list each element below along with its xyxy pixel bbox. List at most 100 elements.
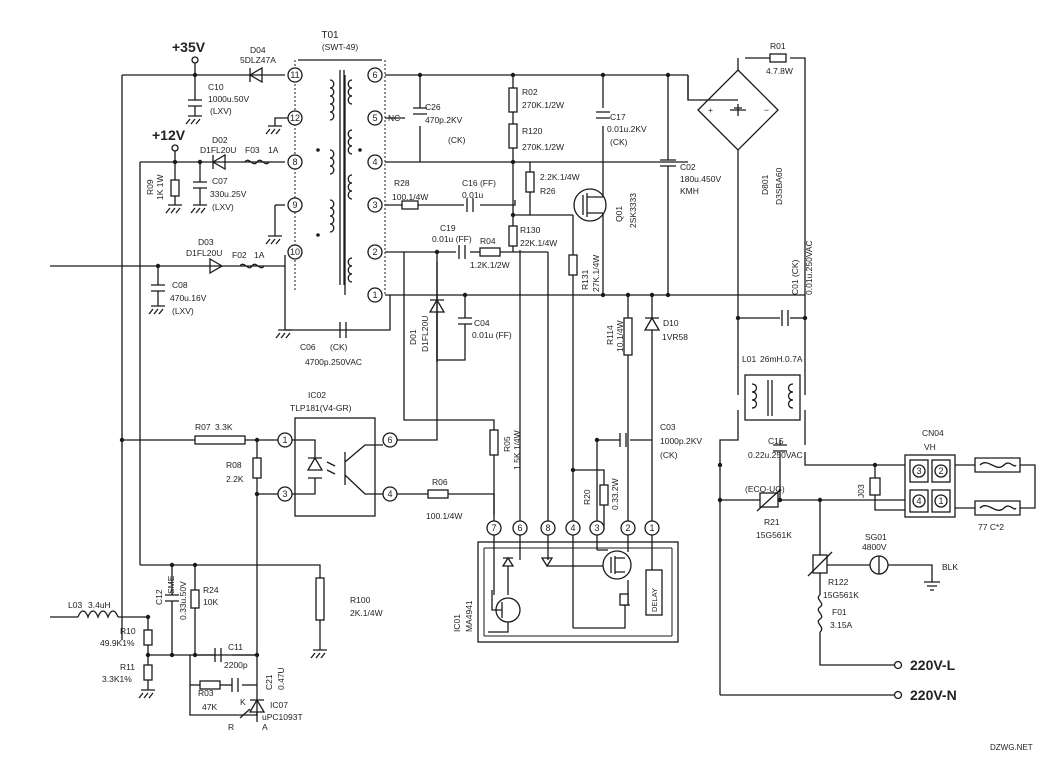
capacitor-c17 [596, 111, 610, 119]
t01-pin-12: 12 [290, 113, 300, 123]
r11-value: 3.3K1% [102, 674, 132, 684]
l03-value: 3.4uH [88, 600, 111, 610]
t01-pin-5: 5 [372, 113, 377, 123]
f01-label: F01 [832, 607, 847, 617]
resistor-r10 [143, 629, 153, 646]
fuse-f03 [244, 159, 270, 165]
ic07-pin-k: K [240, 697, 246, 707]
c10-label: C10 [208, 82, 224, 92]
ic01-pin-3: 3 [594, 523, 599, 533]
r04-label: R04 [480, 236, 496, 246]
d801-part: D3SBA60 [774, 167, 784, 205]
rail-35v-label: +35V [172, 39, 206, 55]
ecq-note: (ECQ-UG) [745, 484, 785, 494]
j03-label: J03 [856, 484, 866, 498]
ic01-pin-1: 1 [649, 523, 654, 533]
r24-label: R24 [203, 585, 219, 595]
c07-note: (LXV) [212, 202, 234, 212]
c02-note: KMH [680, 186, 699, 196]
resistor-r04 [479, 247, 501, 257]
ic02-pin-3: 3 [282, 489, 287, 499]
bridge-rectifier-d801 [697, 69, 779, 151]
c26-label: C26 [425, 102, 441, 112]
f03-label: F03 [245, 145, 260, 155]
t01-pin-11: 11 [290, 70, 299, 80]
l03-label: L03 [68, 600, 82, 610]
diode-d10 [643, 316, 661, 338]
resistor-r100 [315, 577, 325, 621]
svg-text:+: + [708, 105, 713, 115]
wiring [50, 57, 1036, 716]
svg-text:−: − [764, 105, 769, 115]
r09-label: R09 [145, 179, 155, 195]
diode-d03 [209, 257, 224, 275]
inductor-l03 [77, 610, 119, 619]
d01-part: D1FL20U [420, 316, 430, 352]
blk-label: BLK [942, 562, 958, 572]
f02-label: F02 [232, 250, 247, 260]
c21-value: 0.47U [276, 667, 286, 690]
d02-part: D1FL20U [200, 145, 236, 155]
watermark: DZWG.NET [990, 743, 1033, 752]
r122-value: 15G561K [823, 590, 859, 600]
d10-part: 1VR58 [662, 332, 688, 342]
ic02-label: IC02 [308, 390, 326, 400]
r114-value: 10.1/4W [615, 320, 625, 352]
fuse-f02 [239, 263, 265, 269]
mosfet-q01 [573, 188, 607, 222]
d03-part: D1FL20U [186, 248, 222, 258]
capacitor-c08 [151, 284, 165, 306]
c17-value: 0.01u.2KV [607, 124, 647, 134]
capacitor-c06 [339, 322, 347, 338]
c02-value: 180u.450V [680, 174, 721, 184]
r120-label: R120 [522, 126, 543, 136]
c07-label: C07 [212, 176, 228, 186]
t01-part: (SWT-49) [322, 42, 359, 52]
r20-value: 0.33.2W [610, 478, 620, 510]
ic01-pin-2: 2 [625, 523, 630, 533]
c03-label: C03 [660, 422, 676, 432]
ic01-pin-4: 4 [570, 523, 575, 533]
ic01-part: MA4941 [464, 600, 474, 632]
c12-label: C12 [154, 589, 164, 605]
f01-value: 3.15A [830, 620, 853, 630]
ic07-pin-a: A [262, 722, 268, 732]
c01-value: 0.01u.250VAC [804, 240, 814, 295]
capacitor-c12 [165, 594, 179, 610]
c11-label: C11 [228, 642, 243, 652]
resistor-r09 [170, 179, 180, 197]
ic01-pin-8: 8 [545, 523, 550, 533]
c15-label: C15 [768, 436, 784, 446]
r114-label: R114 [605, 325, 615, 345]
capacitor-c26 [413, 107, 427, 115]
resistor-r11 [143, 664, 153, 681]
c12-value: 0.33u.50V [178, 581, 188, 620]
r10-label: R10 [120, 626, 136, 636]
r08-label: R08 [226, 460, 242, 470]
c10-value: 1000u.50V [208, 94, 249, 104]
capacitor-c11 [214, 648, 222, 662]
r24-value: 10K [203, 597, 218, 607]
resistor-r03 [199, 680, 221, 690]
r07-label: R07 [195, 422, 211, 432]
cn04-pin-3: 3 [916, 466, 921, 476]
resistor-r120 [508, 123, 518, 149]
resistor-r05 [489, 429, 499, 456]
ground-symbol [924, 581, 940, 591]
r07-value: 3.3K [215, 422, 233, 432]
l01-value: 26mH.0.7A [760, 354, 803, 364]
r06-value: 100.1/4W [426, 511, 462, 521]
r02-label: R02 [522, 87, 538, 97]
diode-d02 [211, 153, 226, 171]
resistor-r01 [769, 53, 787, 63]
labels: +35V +12V T01 (SWT-49) NC D04 5DLZ47A C1… [68, 30, 1033, 752]
nc-label: NC [388, 113, 400, 123]
sg01-label: SG01 [865, 532, 887, 542]
r21-label: R21 [764, 517, 780, 527]
ic01-label: IC01 [452, 614, 462, 632]
r01-value: 4.7.8W [766, 66, 793, 76]
ic07-shunt-regulator [248, 698, 266, 722]
c08-value: 470u.16V [170, 293, 207, 303]
d10-label: D10 [663, 318, 679, 328]
